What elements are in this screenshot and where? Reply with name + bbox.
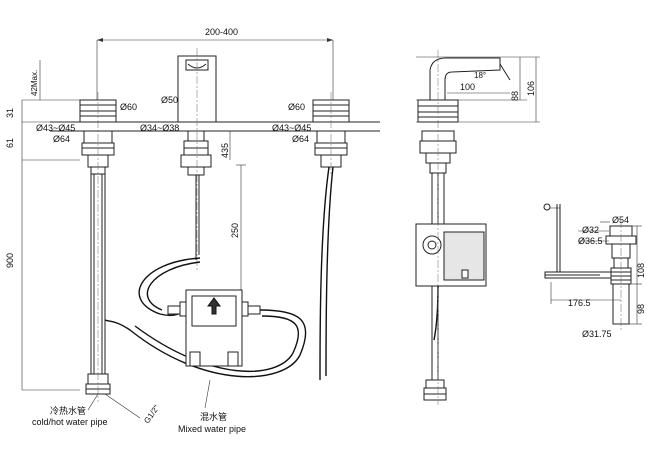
- spread-dimension: 200-400: [96, 27, 334, 100]
- left-flange-d64: Ø64: [53, 134, 70, 144]
- left-valve: [79, 92, 117, 402]
- dim-250: 250: [230, 223, 240, 238]
- thread-g12: G1/2": [142, 403, 161, 425]
- drain-d32: Ø32: [582, 225, 599, 235]
- dim-900: 900: [5, 253, 15, 268]
- spout-d50: Ø50: [161, 95, 178, 105]
- center-vertical-dimensions: 435 250: [220, 131, 246, 300]
- dim-31: 31: [5, 108, 15, 118]
- mixed-pipe-en: Mixed water pipe: [178, 424, 246, 434]
- cold-hot-pipe-en: cold/hot water pipe: [32, 417, 108, 427]
- right-hole-range: Ø43~Ø45: [272, 123, 311, 133]
- spout: [177, 48, 217, 270]
- right-valve-d60: Ø60: [288, 102, 305, 112]
- spread-label: 200-400: [205, 27, 238, 37]
- left-valve-d60: Ø60: [120, 102, 137, 112]
- left-vertical-dimensions: 31 61 900 42Max.: [5, 60, 80, 391]
- drain-d31-75: Ø31.75: [582, 329, 612, 339]
- side-angle-18: 18°: [474, 71, 486, 80]
- drain-view: Ø54 Ø32 Ø36.5 176.5 Ø31.75 108 98: [543, 203, 646, 339]
- mixing-valve-box: [167, 289, 261, 367]
- drain-h98: 98: [636, 304, 646, 314]
- spout-hole-range: Ø34~Ø38: [140, 123, 179, 133]
- dim-42max: 42Max.: [30, 70, 39, 96]
- drain-w176-5: 176.5: [568, 298, 591, 308]
- right-valve: [312, 92, 350, 175]
- left-hole-range: Ø43~Ø45: [36, 123, 75, 133]
- drain-d54: Ø54: [612, 215, 629, 225]
- right-flange-d64: Ø64: [292, 134, 309, 144]
- drain-d36-5: Ø36.5: [578, 236, 603, 246]
- side-height-106: 106: [526, 81, 536, 96]
- dim-435: 435: [220, 143, 230, 158]
- drain-h108: 108: [636, 263, 646, 278]
- dim-61: 61: [5, 138, 15, 148]
- side-height-88: 88: [510, 91, 520, 101]
- side-reach-100: 100: [460, 82, 475, 92]
- mixed-pipe-cn: 混水管: [200, 411, 227, 422]
- cold-hot-pipe-cn: 冷热水管: [50, 405, 86, 416]
- bottom-labels: G1/2" 冷热水管 cold/hot water pipe 混水管 Mixed…: [32, 379, 246, 434]
- side-view: 18° 100 88 106: [415, 50, 540, 405]
